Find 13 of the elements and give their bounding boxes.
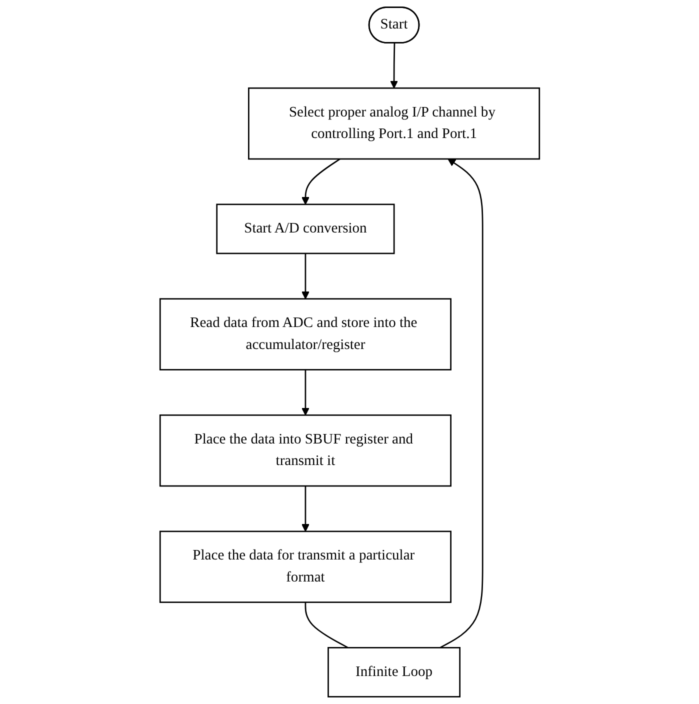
arrow bbox=[301, 253, 310, 300]
node-box: Infinite Loop bbox=[327, 647, 460, 698]
node-box: Start A/D conversion bbox=[216, 204, 394, 254]
node-box: Place the data into SBUF register and transmit it bbox=[159, 414, 452, 487]
node-box: Place the data for transmit a particular format bbox=[159, 530, 452, 603]
arrow bbox=[301, 370, 310, 416]
arrow bbox=[439, 158, 484, 648]
arrow bbox=[390, 43, 398, 88]
connector bbox=[304, 602, 348, 648]
arrow bbox=[301, 486, 310, 532]
arrow bbox=[301, 158, 340, 205]
node-box: Read data from ADC and store into the accumulator/register bbox=[159, 298, 452, 370]
node-box: Select proper analog I/P channel by controlling Port.1 and Port.1 bbox=[248, 87, 540, 160]
